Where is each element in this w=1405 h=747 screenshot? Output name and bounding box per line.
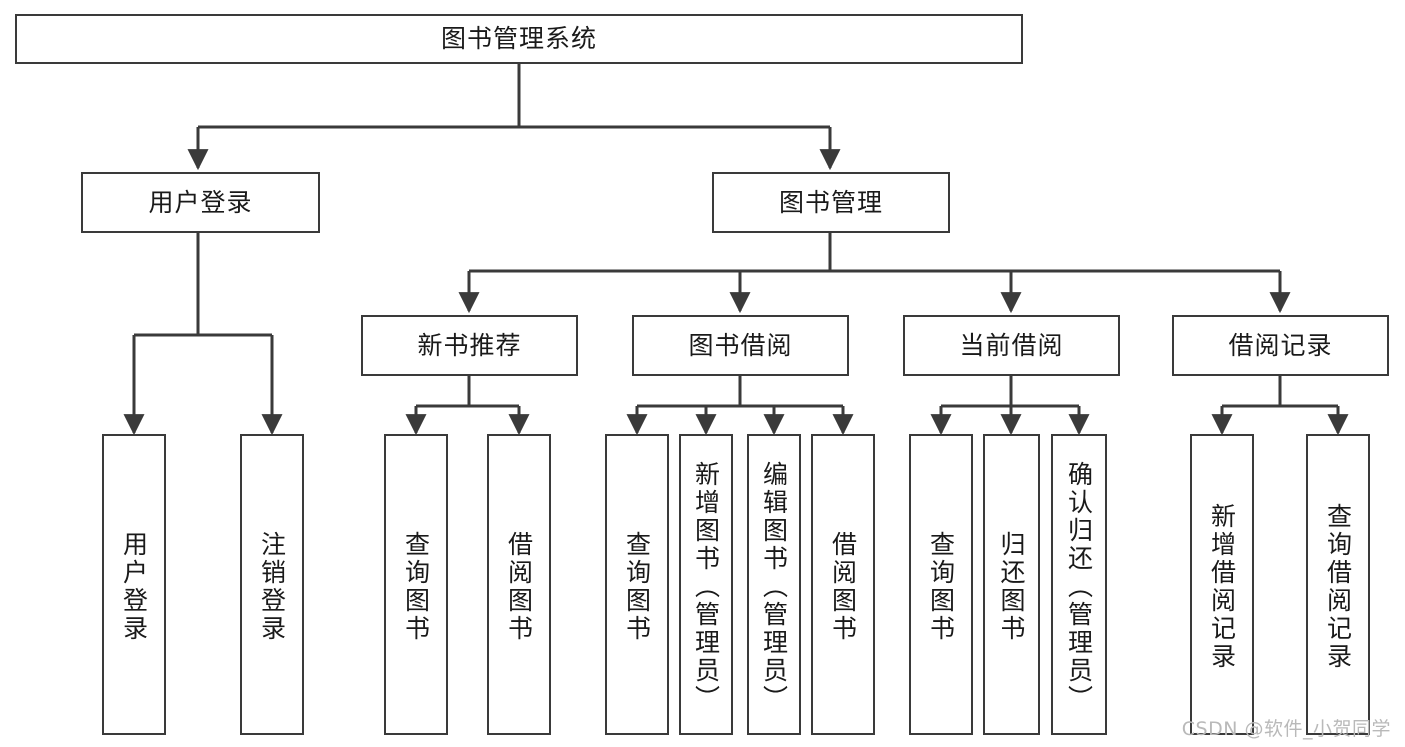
- node-leaf-add-borrow-record[interactable]: 新增借阅记录: [1190, 434, 1254, 735]
- node-leaf-user-login[interactable]: 用户登录: [102, 434, 166, 735]
- node-leaf-query-borrow-record[interactable]: 查询借阅记录: [1306, 434, 1370, 735]
- node-label: 新增借阅记录: [1207, 502, 1237, 671]
- node-book-management[interactable]: 图书管理: [712, 172, 950, 233]
- node-label: 借阅图书: [504, 530, 534, 643]
- node-leaf-edit-book-admin[interactable]: 编辑图书（管理员）: [747, 434, 801, 735]
- node-leaf-confirm-return-admin[interactable]: 确认归还（管理员）: [1051, 434, 1107, 735]
- node-label: 查询图书: [401, 530, 431, 643]
- node-leaf-logout[interactable]: 注销登录: [240, 434, 304, 735]
- node-label: 新书推荐: [417, 330, 522, 360]
- node-label: 查询借阅记录: [1323, 502, 1353, 671]
- node-leaf-borrow-book-recommend[interactable]: 借阅图书: [487, 434, 551, 735]
- node-label: 查询图书: [622, 530, 652, 643]
- node-label: 用户登录: [119, 530, 149, 643]
- node-leaf-add-book-admin[interactable]: 新增图书（管理员）: [679, 434, 733, 735]
- node-label: 借阅记录: [1228, 330, 1333, 360]
- node-leaf-query-book-recommend[interactable]: 查询图书: [384, 434, 448, 735]
- node-label: 确认归还（管理员）: [1064, 460, 1094, 713]
- node-leaf-query-book-current[interactable]: 查询图书: [909, 434, 973, 735]
- node-label: 注销登录: [257, 530, 287, 643]
- node-new-book-recommend[interactable]: 新书推荐: [361, 315, 578, 376]
- node-label: 图书管理: [778, 187, 883, 217]
- node-label: 新增图书（管理员）: [691, 460, 721, 713]
- node-label: 编辑图书（管理员）: [759, 460, 789, 713]
- node-label: 查询图书: [926, 530, 956, 643]
- node-label: 当前借阅: [959, 330, 1064, 360]
- node-leaf-query-book-borrow[interactable]: 查询图书: [605, 434, 669, 735]
- node-user-login[interactable]: 用户登录: [81, 172, 320, 233]
- node-label: 图书借阅: [688, 330, 793, 360]
- node-leaf-return-book[interactable]: 归还图书: [983, 434, 1040, 735]
- node-root-book-management-system[interactable]: 图书管理系统: [15, 14, 1023, 64]
- node-label: 归还图书: [997, 530, 1026, 643]
- node-book-borrow[interactable]: 图书借阅: [632, 315, 849, 376]
- node-borrow-record[interactable]: 借阅记录: [1172, 315, 1389, 376]
- node-label: 用户登录: [148, 187, 253, 217]
- node-leaf-borrow-book[interactable]: 借阅图书: [811, 434, 875, 735]
- node-label: 图书管理系统: [440, 24, 597, 54]
- node-label: 借阅图书: [828, 530, 858, 643]
- csdn-watermark: CSDN @软件_小贺同学: [1181, 718, 1391, 740]
- node-current-borrow[interactable]: 当前借阅: [903, 315, 1120, 376]
